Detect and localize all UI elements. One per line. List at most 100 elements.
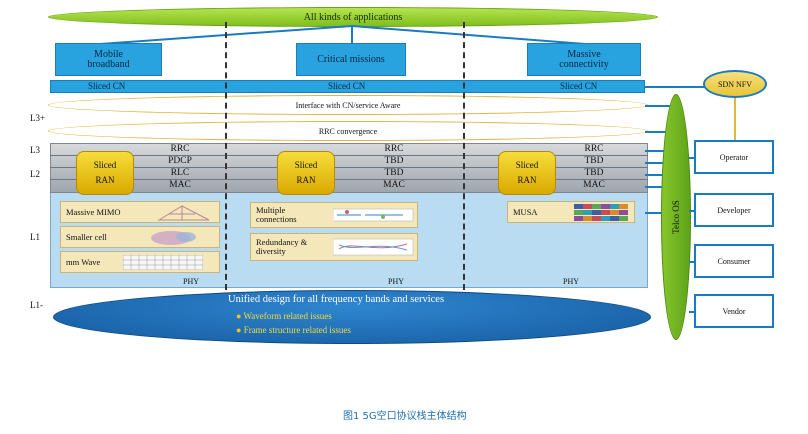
connector-line xyxy=(645,86,705,88)
service-label: Mobile broadband xyxy=(87,48,130,70)
phy-label-1: PHY xyxy=(183,277,200,286)
tag-label: Multiple connections xyxy=(256,205,297,224)
mimo-antenna-graphic xyxy=(157,205,210,221)
proto-tbd: TBD xyxy=(584,168,604,178)
proto-mac: MAC xyxy=(383,180,405,190)
proto-tbd: TBD xyxy=(584,156,604,166)
applications-label: All kinds of applications xyxy=(303,11,403,23)
musa-matrix-graphic xyxy=(574,204,628,221)
bullet-icon: ● xyxy=(236,311,242,321)
connector-line xyxy=(645,212,670,214)
sdn-nfv-label: SDN NFV xyxy=(718,79,753,89)
connector-line xyxy=(645,131,670,133)
sliced-cn-label-1: Sliced CN xyxy=(88,81,126,91)
sliced-ran-2: Sliced RAN xyxy=(277,151,335,195)
unified-item-label: Waveform related issues xyxy=(243,311,332,321)
proto-rrc: RRC xyxy=(170,144,190,154)
unified-item: ● Waveform related issues xyxy=(236,311,332,321)
service-label: Massive connectivity xyxy=(559,48,609,70)
side-connector xyxy=(689,210,695,212)
figure-caption: 图1 5G空口协议栈主体结构 xyxy=(343,411,467,422)
side-box-label: Operator xyxy=(719,152,749,162)
proto-tbd: TBD xyxy=(384,168,404,178)
column-separator-2 xyxy=(463,22,465,290)
sliced-ran-line2: RAN xyxy=(517,175,537,185)
interface-label: Interface with CN/service Aware xyxy=(295,100,401,110)
service-label: Critical missions xyxy=(317,53,385,65)
side-box-label: Consumer xyxy=(717,256,751,266)
interface-ellipse: Interface with CN/service Aware xyxy=(48,95,648,115)
developer-box: Developer xyxy=(694,193,774,227)
connector-line xyxy=(645,186,670,188)
telco-os-label: Telco OS xyxy=(671,200,681,234)
phy-label-2: PHY xyxy=(388,277,405,286)
sdn-operator-connector xyxy=(734,98,736,140)
proto-mac: MAC xyxy=(169,180,191,190)
tag-redundancy-diversity: Redundancy & diversity xyxy=(250,233,418,261)
service-critical-missions: Critical missions xyxy=(296,43,406,76)
column-separator-1 xyxy=(225,22,227,290)
rrc-convergence-ellipse: RRC convergence xyxy=(48,121,648,141)
side-connector xyxy=(689,311,695,313)
proto-rlc: RLC xyxy=(170,168,190,178)
multi-connection-graphic xyxy=(333,208,414,222)
tag-mm-wave: mm Wave xyxy=(60,251,220,273)
sliced-ran-line2: RAN xyxy=(296,175,316,185)
band-divider xyxy=(50,179,648,180)
sliced-ran-line1: Sliced xyxy=(93,160,117,170)
service-massive-connectivity: Massive connectivity xyxy=(527,43,641,76)
telco-os-ellipse: Telco OS xyxy=(661,94,691,340)
unified-design-ellipse xyxy=(53,290,651,344)
vendor-box: Vendor xyxy=(694,294,774,328)
layer-l2: L2 xyxy=(30,169,40,179)
l3-l2-band xyxy=(50,143,648,193)
unified-item: ● Frame structure related issues xyxy=(236,325,351,335)
side-box-label: Developer xyxy=(717,205,751,215)
tag-musa: MUSA xyxy=(507,201,635,223)
proto-pdcp: PDCP xyxy=(168,156,192,166)
tag-label: MUSA xyxy=(513,207,538,217)
proto-mac: MAC xyxy=(583,180,605,190)
connector-line xyxy=(645,174,670,176)
bullet-icon: ● xyxy=(236,325,242,335)
small-cell-map-graphic xyxy=(151,231,196,245)
consumer-box: Consumer xyxy=(694,244,774,278)
sliced-cn-label-2: Sliced CN xyxy=(328,81,366,91)
sliced-ran-3: Sliced RAN xyxy=(498,151,556,195)
rrc-convergence-label: RRC convergence xyxy=(318,126,378,136)
tag-label: Redundancy & diversity xyxy=(256,237,308,256)
proto-rrc: RRC xyxy=(584,144,604,154)
tag-label: mm Wave xyxy=(66,257,101,267)
sliced-ran-line1: Sliced xyxy=(515,160,539,170)
connector-line xyxy=(645,162,670,164)
side-connector xyxy=(689,157,695,159)
band-divider xyxy=(50,167,648,168)
tag-massive-mimo: Massive MIMO xyxy=(60,201,220,223)
layer-l3: L3 xyxy=(30,145,40,155)
redundancy-graphic xyxy=(333,238,414,256)
sliced-cn-band xyxy=(50,80,645,93)
layer-l1: L1 xyxy=(30,232,40,242)
unified-design-title: Unified design for all frequency bands a… xyxy=(228,294,445,305)
tag-smaller-cell: Smaller cell xyxy=(60,226,220,248)
sdn-nfv-ellipse: SDN NFV xyxy=(703,70,767,98)
unified-item-label: Frame structure related issues xyxy=(243,325,351,335)
tag-multiple-connections: Multiple connections xyxy=(250,202,418,228)
connector-line xyxy=(645,150,670,152)
connector-line xyxy=(645,105,670,107)
mm-wave-grid-graphic xyxy=(123,255,203,270)
layer-l3plus: L3+ xyxy=(30,113,46,123)
side-box-label: Vendor xyxy=(722,306,746,316)
layer-l1minus: L1- xyxy=(30,300,43,310)
sliced-ran-line1: Sliced xyxy=(294,160,318,170)
band-divider xyxy=(50,155,648,156)
sliced-ran-line2: RAN xyxy=(95,175,115,185)
proto-tbd: TBD xyxy=(384,156,404,166)
sliced-ran-1: Sliced RAN xyxy=(76,151,134,195)
tag-label: Massive MIMO xyxy=(66,207,121,217)
side-connector xyxy=(689,261,695,263)
operator-box: Operator xyxy=(694,140,774,174)
service-mobile-broadband: Mobile broadband xyxy=(55,43,162,76)
proto-rrc: RRC xyxy=(384,144,404,154)
phy-label-3: PHY xyxy=(563,277,580,286)
